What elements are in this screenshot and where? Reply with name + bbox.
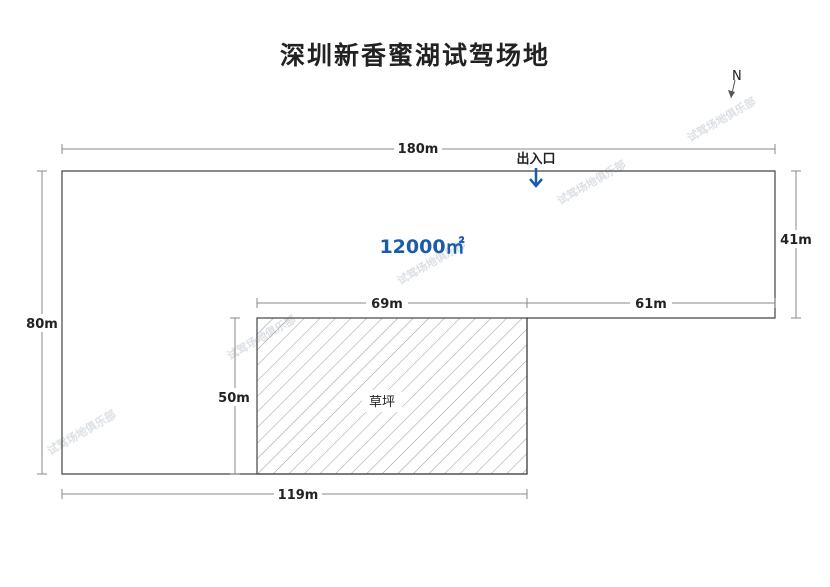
area-label: 12000㎡ — [379, 235, 464, 258]
page-title: 深圳新香蜜湖试驾场地 — [279, 41, 550, 70]
lawn-label: 草坪 — [369, 395, 395, 410]
svg-text:试驾场地俱乐部: 试驾场地俱乐部 — [45, 407, 119, 458]
compass-icon: N — [728, 69, 742, 99]
dimension-left-label: 80m — [26, 317, 58, 332]
entrance-arrow-icon — [529, 168, 543, 188]
dimension-right-label: 41m — [780, 233, 812, 248]
dimension-inner-left-label: 50m — [218, 391, 250, 406]
dimension-bottom-label: 119m — [278, 488, 319, 503]
svg-text:试驾场地俱乐部: 试驾场地俱乐部 — [685, 94, 759, 145]
dimension-top-label: 180m — [398, 142, 439, 157]
compass-label: N — [732, 69, 742, 84]
entrance-label: 出入口 — [516, 151, 555, 167]
svg-text:试驾场地俱乐部: 试驾场地俱乐部 — [555, 157, 629, 208]
dimension-inner-top-right-label: 61m — [635, 297, 667, 312]
dimension-inner-top-left-label: 69m — [371, 297, 403, 312]
